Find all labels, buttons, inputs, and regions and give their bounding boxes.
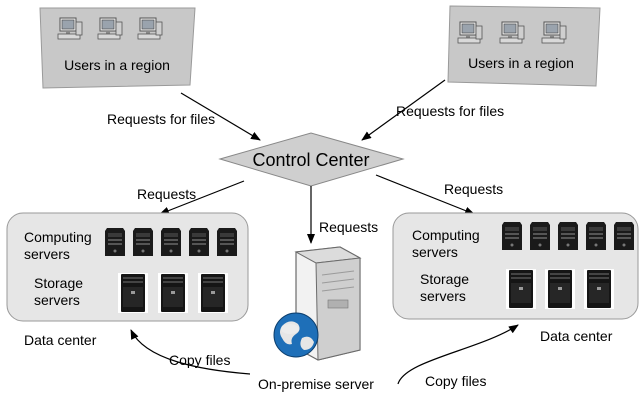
globe-server-icon: [273, 246, 362, 361]
edge-label-requests-for-files-right: Requests for files: [396, 103, 504, 119]
region-label-left: Users in a region: [64, 57, 170, 73]
tower-server-icon: [530, 222, 550, 250]
dc-right-caption: Data center: [540, 328, 613, 344]
tower-server-icon: [161, 228, 181, 256]
storage-server-icon: [506, 269, 536, 309]
dc-right-storage-label-line2: servers: [420, 288, 466, 304]
arrow-users-right-to-control: [361, 79, 446, 141]
dc-right-storage-label-line1: Storage: [420, 271, 469, 287]
arrow-users-left-to-control: [180, 92, 261, 141]
arrow-copy-files-left: [130, 329, 251, 375]
tower-server-icon: [133, 228, 153, 256]
storage-server-icon: [158, 273, 188, 313]
control-center-label: Control Center: [252, 150, 369, 170]
region-label-right: Users in a region: [468, 55, 574, 71]
tower-server-icon: [217, 228, 237, 256]
edge-label-requests-middle: Requests: [319, 219, 378, 235]
tower-server-icon: [558, 222, 578, 250]
tower-server-icon: [586, 222, 606, 250]
copy-files-label-right: Copy files: [425, 373, 486, 389]
dc-right-computing-label-line1: Computing: [412, 227, 480, 243]
arrow-control-to-dc-left: [159, 180, 245, 215]
tower-server-icon: [502, 222, 522, 250]
storage-server-icon: [198, 273, 228, 313]
storage-server-icon: [118, 273, 148, 313]
control-center-node: [218, 132, 405, 187]
tower-server-icon: [105, 228, 125, 256]
onpremise-label: On-premise server: [258, 376, 374, 392]
storage-server-icon: [584, 269, 614, 309]
dc-left-caption: Data center: [24, 332, 97, 348]
storage-server-icon: [545, 269, 575, 309]
edge-label-requests-left: Requests: [137, 186, 196, 202]
arrow-copy-files-right: [397, 324, 519, 385]
edge-label-requests-right: Requests: [444, 181, 503, 197]
arrow-control-to-dc-right: [375, 174, 475, 215]
tower-server-icon: [614, 222, 634, 250]
dc-left-storage-label-line1: Storage: [34, 275, 83, 291]
copy-files-label-left: Copy files: [169, 352, 230, 368]
edge-label-requests-for-files-left: Requests for files: [107, 111, 215, 127]
tower-server-icon: [189, 228, 209, 256]
region-box-right: [447, 5, 601, 87]
dc-left-computing-label-line2: servers: [24, 246, 70, 262]
dc-right-computing-label-line2: servers: [412, 244, 458, 260]
dc-left-computing-label-line1: Computing: [24, 229, 92, 245]
dc-left-storage-label-line2: servers: [34, 292, 80, 308]
